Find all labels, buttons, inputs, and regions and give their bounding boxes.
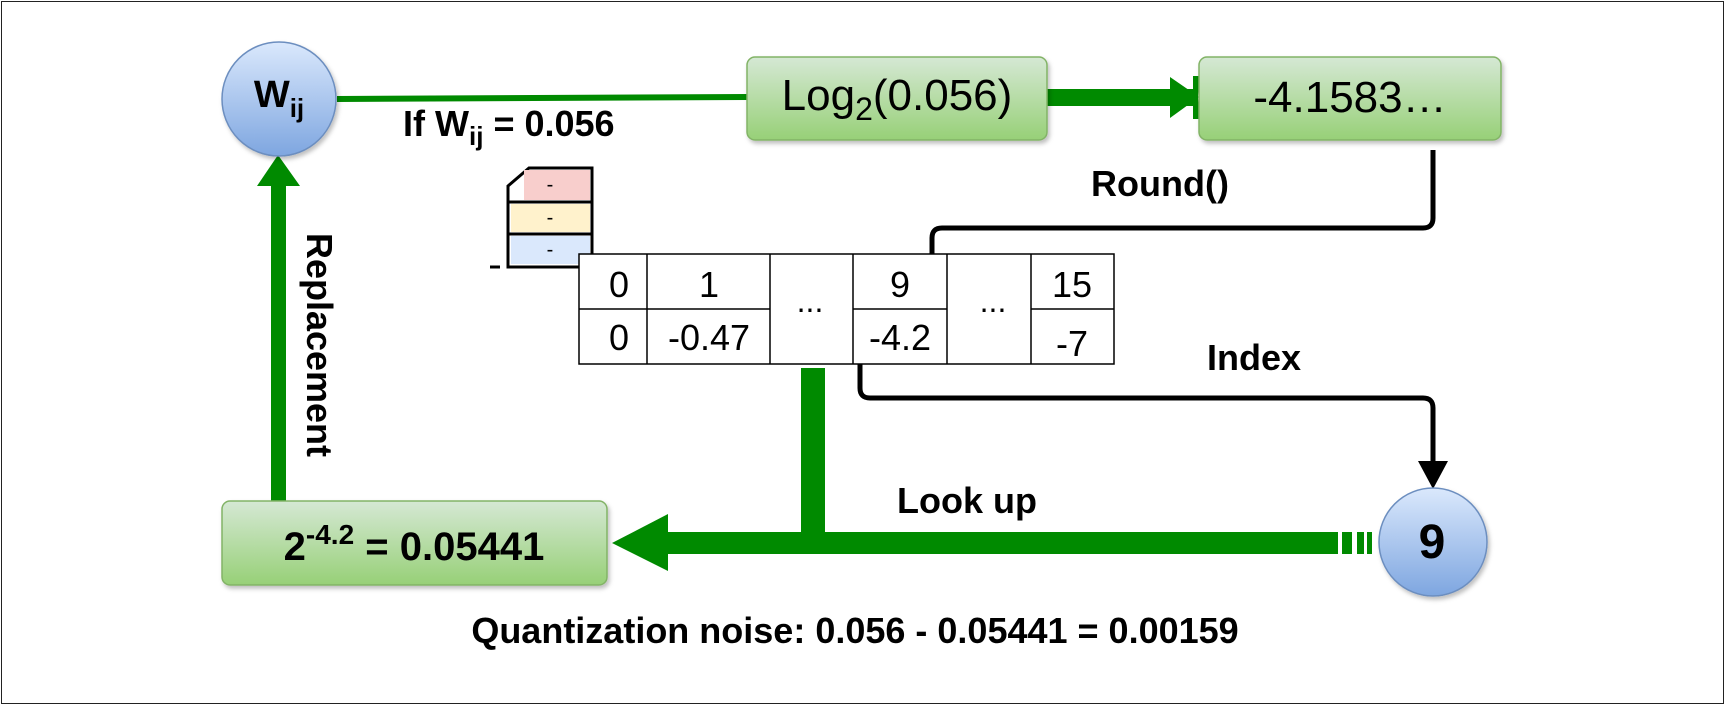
index-connector (857, 308, 1436, 474)
wij-to-log-connector (336, 94, 749, 102)
svg-text:Log2(0.056): Log2(0.056) (782, 71, 1013, 127)
table-header-ellipsis-1: ... (797, 283, 824, 319)
result-box-text: -4.1583… (1253, 73, 1446, 122)
round-label: Round() (1091, 163, 1229, 204)
lookup-arrow-head (612, 514, 668, 571)
look-up-label: Look up (897, 480, 1037, 521)
log2-box: Log2(0.056) (746, 56, 1048, 141)
index-label: Index (1207, 337, 1301, 378)
table-header-15: 15 (1052, 264, 1092, 305)
lookup-table (578, 253, 1115, 365)
register-slot-3 (511, 236, 590, 264)
svg-text:If Wij = 0.056: If Wij = 0.056 (403, 103, 615, 151)
power-box-base: 2 (284, 525, 306, 569)
table-value-1: -0.47 (668, 317, 750, 358)
replacement-arrow-head (257, 155, 300, 186)
wij-node: Wij (221, 41, 337, 157)
log-to-result-arrow-shaft (1047, 89, 1193, 106)
table-header-ellipsis-2: ... (980, 283, 1007, 319)
wij-node-sub: ij (290, 93, 304, 123)
if-condition-suffix: = 0.056 (483, 103, 614, 144)
wij-node-base: W (254, 74, 290, 116)
result-box: -4.1583… (1198, 56, 1502, 141)
table-header-1: 1 (699, 264, 719, 305)
table-to-lookup-connector (801, 368, 825, 538)
register-slot-3-text: - (547, 239, 554, 261)
table-value-9: -4.2 (869, 317, 931, 358)
power-box-sup: -4.2 (306, 519, 354, 550)
table-value-0: 0 (609, 317, 629, 358)
register-slot-2 (511, 204, 590, 232)
if-condition-sub: ij (469, 121, 483, 151)
table-header-9: 9 (890, 264, 910, 305)
power-box-suffix: = 0.05441 (354, 525, 544, 569)
table-value-15: -7 (1056, 323, 1088, 364)
register-slot-2-text: - (547, 207, 554, 229)
replacement-arrow-shaft (271, 185, 286, 501)
register-icon: - - - (490, 166, 594, 269)
svg-text:Wij: Wij (254, 74, 304, 123)
lookup-arrow-dash-1 (1342, 532, 1352, 554)
if-condition-prefix: If W (403, 103, 469, 144)
svg-text:2-4.2 = 0.05441: 2-4.2 = 0.05441 (284, 519, 545, 569)
log2-box-suffix: (0.056) (873, 71, 1012, 120)
table-header-0: 0 (609, 264, 629, 305)
register-slot-1-text: - (547, 174, 554, 196)
quantization-noise-label: Quantization noise: 0.056 - 0.05441 = 0.… (471, 610, 1238, 651)
power-box: 2-4.2 = 0.05441 (221, 500, 608, 586)
log-to-result-arrowhead (1170, 77, 1199, 118)
index-node-text: 9 (1419, 516, 1446, 569)
index-arrow-head (1418, 461, 1448, 489)
lookup-arrow-dash-3 (1367, 532, 1372, 554)
lookup-arrow-dash-2 (1357, 532, 1364, 554)
index-node: 9 (1378, 487, 1488, 597)
log2-box-prefix: Log (782, 71, 855, 120)
round-connector (929, 150, 1436, 296)
log2-box-sub: 2 (855, 91, 873, 127)
replacement-label: Replacement (299, 233, 340, 457)
lookup-arrow-shaft (648, 532, 1338, 554)
register-slot-1 (524, 170, 590, 200)
